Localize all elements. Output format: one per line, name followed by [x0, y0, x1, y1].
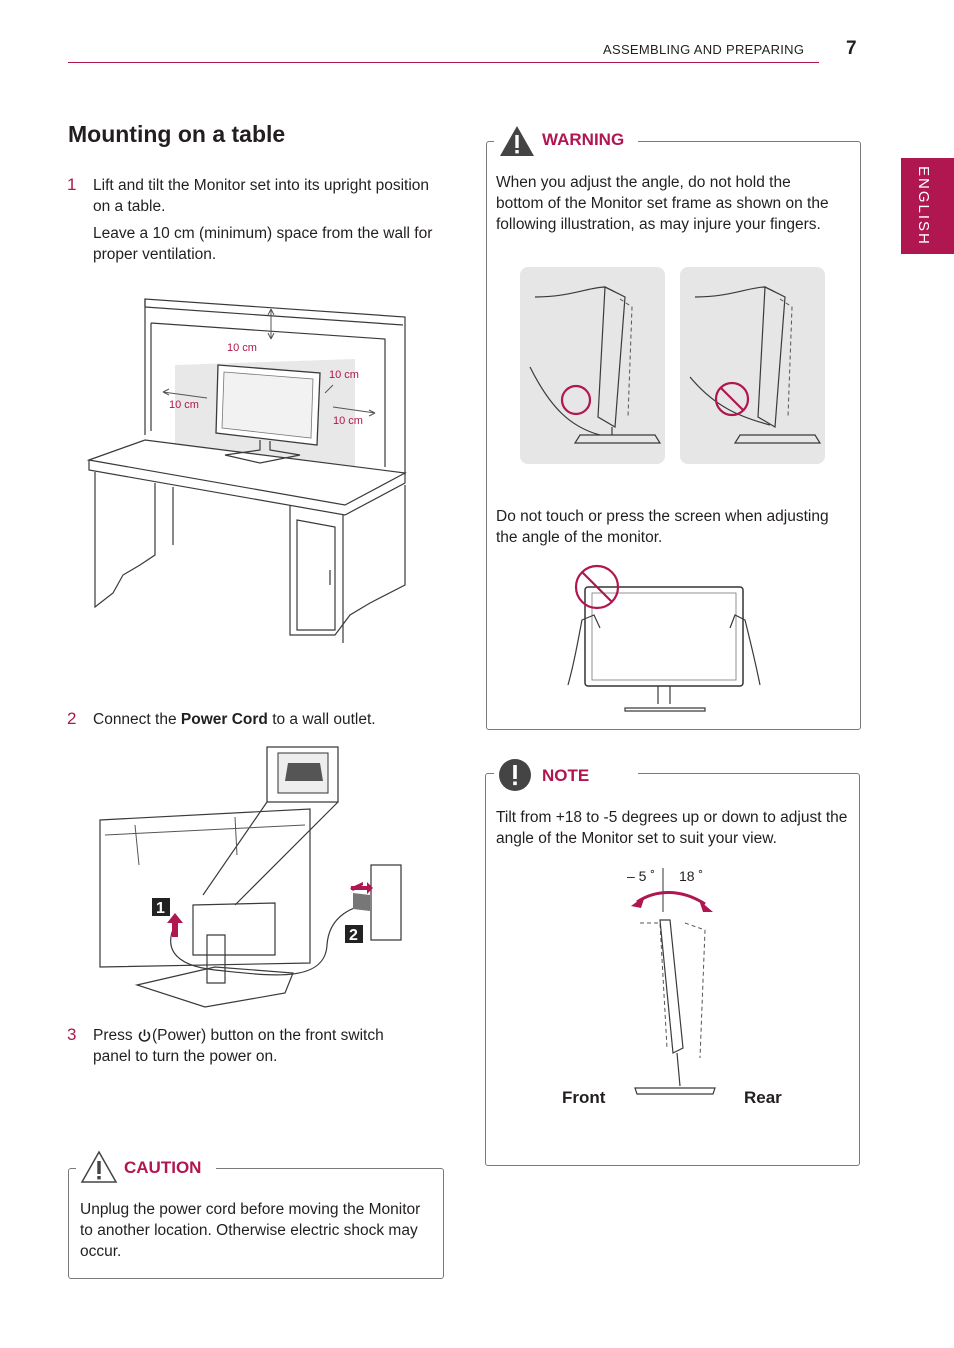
warning-text-2: Do not touch or press the screen when ad… — [496, 508, 829, 546]
caution-header: CAUTION — [76, 1150, 216, 1186]
caution-label: CAUTION — [124, 1158, 202, 1177]
step-1-text: Lift and tilt the Monitor set into its u… — [93, 177, 430, 215]
warning-header: WARNING — [494, 124, 638, 160]
step-3-text-before: Press — [93, 1027, 137, 1044]
step-3-number: 3 — [67, 1025, 77, 1044]
note-text: Tilt from +18 to -5 degrees up or down t… — [496, 809, 848, 847]
note-exclamation-icon — [499, 759, 531, 791]
warning-text: When you adjust the angle, do not hold t… — [496, 174, 829, 233]
clearance-label-top: 10 cm — [227, 342, 257, 354]
desk-clearance-diagram: 10 cm 10 cm 10 cm 10 cm — [86, 298, 407, 643]
note-header: NOTE — [494, 756, 638, 794]
language-tab: ENGLISH — [901, 158, 954, 254]
step-2-text-after: to a wall outlet. — [267, 711, 376, 728]
step-2-bold: Power Cord — [180, 711, 268, 728]
note-label: NOTE — [542, 766, 590, 785]
warning-box — [486, 141, 861, 730]
tilt-angle-rear: 18 ˚ — [679, 868, 704, 884]
caution-text: Unplug the power cord before moving the … — [80, 1201, 421, 1260]
power-icon — [138, 1029, 151, 1042]
callout-2: 2 — [349, 927, 358, 944]
language-tab-label: ENGLISH — [915, 166, 932, 246]
clearance-label-right-top: 10 cm — [329, 369, 359, 381]
front-label: Front — [562, 1088, 606, 1107]
ok-circle-icon — [560, 384, 592, 416]
step-3-text: Press (Power) button on the front switch… — [93, 1025, 413, 1067]
correct-hold-illustration — [520, 267, 665, 464]
incorrect-hold-illustration — [680, 267, 825, 464]
step-2-number: 2 — [67, 709, 77, 728]
tilt-angle-front: – 5 ˚ — [627, 868, 656, 884]
callout-1: 1 — [156, 900, 165, 917]
step-3-text-after: (Power) button on the front switch panel… — [93, 1027, 384, 1065]
page-title: Mounting on a table — [68, 121, 286, 147]
step-1-number: 1 — [67, 175, 77, 194]
clearance-label-left: 10 cm — [169, 399, 199, 411]
note-box — [485, 773, 860, 1166]
step-1-note: Leave a 10 cm (minimum) space from the w… — [93, 225, 433, 263]
screen-press-illustration — [567, 564, 761, 712]
power-cord-diagram: 1 2 — [99, 746, 402, 1008]
rear-label: Rear — [744, 1088, 782, 1107]
section-title: ASSEMBLING AND PREPARING — [603, 42, 805, 57]
warning-label: WARNING — [542, 130, 625, 149]
caution-triangle-icon — [80, 1150, 118, 1183]
warning-triangle-icon — [500, 126, 534, 156]
caution-box — [68, 1168, 444, 1279]
tilt-range-diagram — [631, 868, 716, 1095]
page-number: 7 — [846, 38, 857, 59]
step-2-text-before: Connect the — [93, 711, 181, 728]
prohibited-icon — [714, 381, 750, 417]
clearance-label-right: 10 cm — [333, 415, 363, 427]
header-rule — [68, 62, 819, 63]
step-2-text: Connect the Power Cord to a wall outlet. — [93, 709, 443, 730]
